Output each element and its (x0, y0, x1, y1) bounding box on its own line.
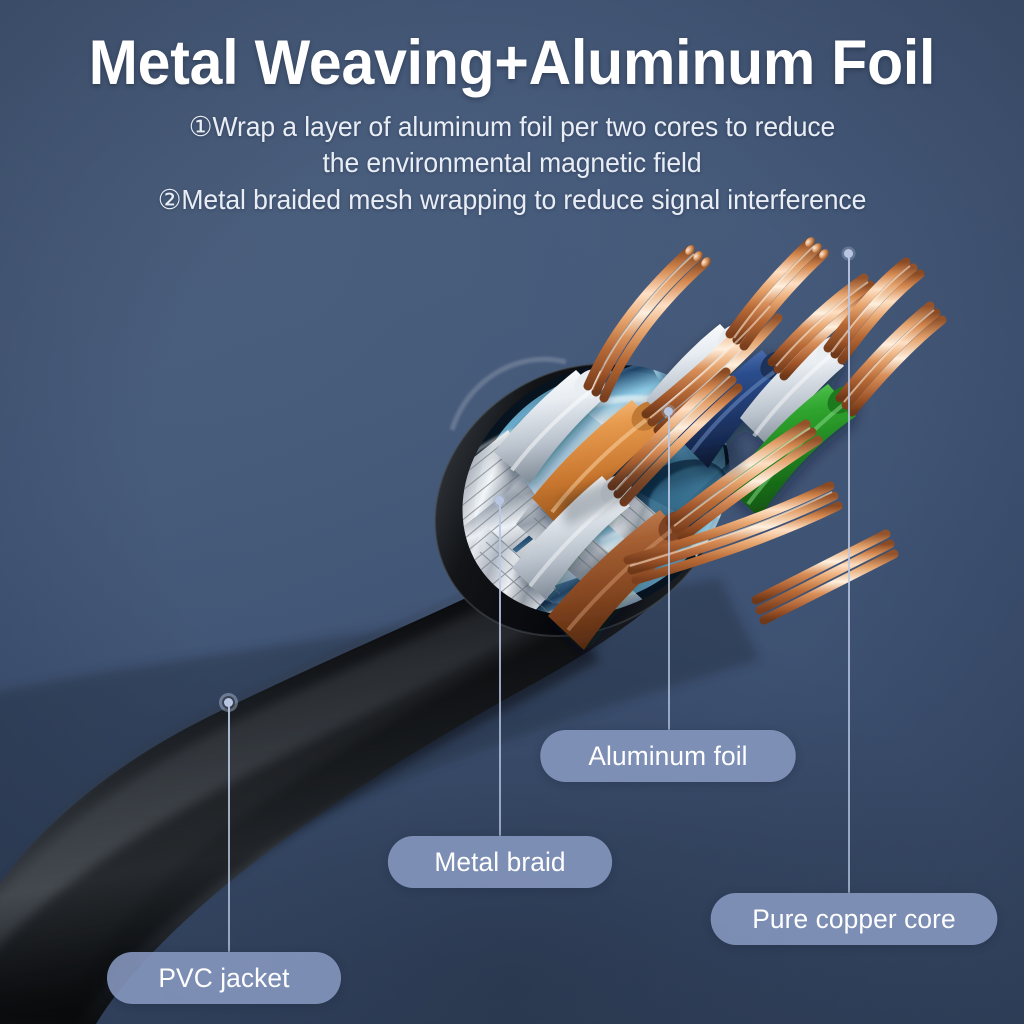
strand-shadows (560, 444, 744, 526)
subtitle-line-1: ①Wrap a layer of aluminum foil per two c… (188, 110, 836, 142)
cable-shadow (0, 578, 760, 988)
callout-label-aluminum-foil: Aluminum foil (588, 740, 748, 771)
leader-dot-pure-copper-core (844, 249, 853, 258)
callout-label-pure-copper-core: Pure copper core (752, 903, 956, 934)
callout-pill-metal-braid[interactable]: Metal braid (387, 836, 613, 888)
callout-label-pvc-jacket: PVC jacket (158, 962, 290, 993)
copper-bundle-9 (623, 481, 843, 585)
leader-dot-metal-braid (495, 496, 504, 505)
subtitle-line-3: ②Metal braided mesh wrapping to reduce s… (157, 184, 867, 216)
leader-line-metal-braid (499, 504, 501, 836)
copper-bundle-7 (823, 257, 925, 365)
leader-line-pure-copper-core (848, 257, 850, 893)
copper-bundle-1 (583, 245, 711, 403)
header-text-block: Metal Weaving+Aluminum Foil ①Wrap a laye… (0, 0, 1024, 219)
copper-bundle-5 (725, 237, 829, 351)
leader-dot-aluminum-foil (664, 407, 673, 416)
leader-dot-pvc-jacket (224, 698, 233, 707)
callout-pill-pure-copper-core[interactable]: Pure copper core (710, 893, 998, 945)
page-title: Metal Weaving+Aluminum Foil (88, 28, 936, 98)
callout-label-metal-braid: Metal braid (434, 846, 566, 877)
copper-bundle-10 (751, 529, 899, 625)
subtitle-line-2: the environmental magnetic field (322, 147, 702, 179)
callout-pill-pvc-jacket[interactable]: PVC jacket (107, 952, 341, 1004)
leader-line-pvc-jacket (228, 706, 230, 952)
callout-pill-aluminum-foil[interactable]: Aluminum foil (540, 730, 796, 782)
pure-copper-conductors (583, 237, 947, 625)
leader-line-aluminum-foil (668, 415, 670, 730)
